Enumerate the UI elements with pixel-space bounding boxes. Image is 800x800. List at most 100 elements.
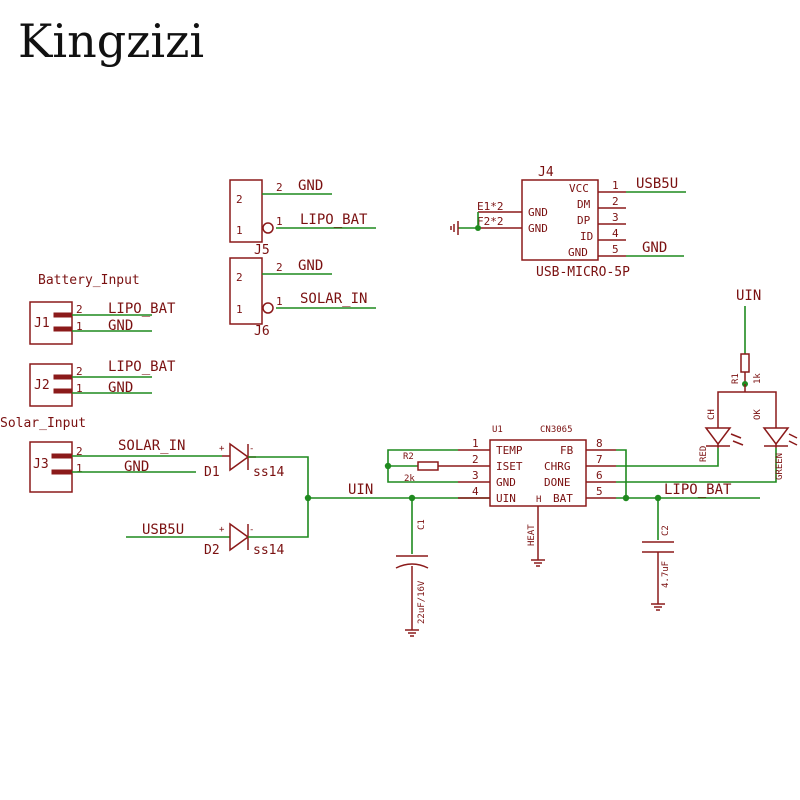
vin-top-label: UIN xyxy=(736,288,761,304)
r1-value: 1k xyxy=(753,373,763,384)
u1-num-2: 2 xyxy=(472,453,479,466)
connector-j5: 2 1 2 1 GND LIPO_BAT J5 xyxy=(229,178,376,258)
j6-ref: J6 xyxy=(254,324,270,339)
d1-plus: + xyxy=(219,444,225,454)
j4-pin-id: ID xyxy=(580,230,593,243)
d2-plus: + xyxy=(219,525,225,535)
j4-part-name: USB-MICRO-5P xyxy=(536,265,630,280)
j4-ref: J4 xyxy=(538,165,554,180)
connector-j4-usb: J4 GND GND E1*2 F2*2 VCC DM DP ID GND 1 … xyxy=(450,165,686,280)
j2-net-gnd: GND xyxy=(108,380,133,396)
led-ch-red: CH RED xyxy=(699,409,744,462)
j5-pin2-num: 2 xyxy=(276,181,283,194)
u1-pin-bat: BAT xyxy=(553,492,573,505)
c2-ref: C2 xyxy=(661,525,671,536)
j3-net-gnd: GND xyxy=(124,459,149,475)
j4-pin-vcc: VCC xyxy=(569,182,589,195)
c1-value: 22uF/16V xyxy=(417,580,427,624)
u1-num-8: 8 xyxy=(596,437,603,450)
d2-minus: - xyxy=(249,525,254,535)
j4-num-4: 4 xyxy=(612,227,619,240)
u1-h: H xyxy=(536,495,541,505)
j4-num-2: 2 xyxy=(612,195,619,208)
j2-pin2-num: 2 xyxy=(76,365,83,378)
d1-minus: - xyxy=(249,444,254,454)
ic-u1-cn3065: U1 CN3065 TEMP ISET GND UIN FB CHRG DONE… xyxy=(458,425,616,567)
j4-num-1: 1 xyxy=(612,179,619,192)
c1-ref: C1 xyxy=(417,519,427,530)
j2-net-lipo-bat: LIPO_BAT xyxy=(108,359,176,375)
resistor-r1: R1 1k xyxy=(731,353,763,384)
j3-pin1-num: 1 xyxy=(76,462,83,475)
d2-ref: D2 xyxy=(204,543,220,558)
j6-box-pin1: 1 xyxy=(236,303,243,316)
d2-part: ss14 xyxy=(253,543,284,558)
j1-ref: J1 xyxy=(34,316,50,331)
d1-part: ss14 xyxy=(253,465,284,480)
resistor-r2: R2 2k xyxy=(403,452,458,484)
j4-net-gnd: GND xyxy=(642,240,667,256)
u1-num-3: 3 xyxy=(472,469,479,482)
battery-input-label: Battery_Input xyxy=(38,273,140,288)
led-ch-ref: CH xyxy=(707,409,717,420)
connector-j3: J3 2 1 SOLAR_IN GND xyxy=(29,438,222,493)
j4-f2-label: F2*2 xyxy=(477,215,504,228)
j1-net-lipo-bat: LIPO_BAT xyxy=(108,301,176,317)
led-ok-color: GREEN xyxy=(775,453,785,480)
c2-value: 4.7uF xyxy=(661,561,671,588)
u1-num-5: 5 xyxy=(596,485,603,498)
u1-pin-chrg: CHRG xyxy=(544,460,571,473)
j5-pin1-num: 1 xyxy=(276,215,283,228)
j1-pin1-num: 1 xyxy=(76,320,83,333)
diode-d1: + - D1 ss14 xyxy=(204,442,284,480)
j6-box-pin2: 2 xyxy=(236,271,243,284)
vin-net-label: UIN xyxy=(348,482,373,498)
u1-pin-temp: TEMP xyxy=(496,444,523,457)
led-ok-ref: OK xyxy=(753,409,763,420)
u1-heat: HEAT xyxy=(527,524,537,546)
led-ch-color: RED xyxy=(699,446,709,462)
d2-net-usb5v: USB5U xyxy=(142,522,184,538)
j2-ref: J2 xyxy=(34,378,50,393)
u1-pin-iset: ISET xyxy=(496,460,523,473)
j4-pin-dm: DM xyxy=(577,198,591,211)
u1-ref: U1 xyxy=(492,425,503,435)
j6-pin1-num: 1 xyxy=(276,295,283,308)
j5-ref: J5 xyxy=(254,243,270,258)
j4-left-pin-gnd1: GND xyxy=(528,206,548,219)
j4-pin-gnd: GND xyxy=(568,246,588,259)
j3-net-solar-in: SOLAR_IN xyxy=(118,438,185,454)
r1-ref: R1 xyxy=(731,373,741,384)
j5-net-lipo-bat: LIPO_BAT xyxy=(300,212,368,228)
r2-value: 2k xyxy=(404,474,415,484)
u1-num-4: 4 xyxy=(472,485,479,498)
j1-net-gnd: GND xyxy=(108,318,133,334)
u1-pin-fb: FB xyxy=(560,444,574,457)
j5-net-gnd: GND xyxy=(298,178,323,194)
j3-pin2-num: 2 xyxy=(76,445,83,458)
j1-pin2-num: 2 xyxy=(76,303,83,316)
capacitor-c1: C1 22uF/16V xyxy=(395,498,429,637)
lipo-bat-net-label: LIPO_BAT xyxy=(664,482,732,498)
led-ok-green: OK GREEN xyxy=(753,409,798,480)
j4-left-pin-gnd2: GND xyxy=(528,222,548,235)
u1-num-1: 1 xyxy=(472,437,479,450)
connector-j2: J2 2 1 LIPO_BAT GND xyxy=(29,359,176,407)
j5-box-pin1: 1 xyxy=(236,224,243,237)
u1-part: CN3065 xyxy=(540,425,573,435)
brand-title: Kingzizi xyxy=(18,14,205,68)
r2-ref: R2 xyxy=(403,452,414,462)
j6-net-gnd: GND xyxy=(298,258,323,274)
u1-num-7: 7 xyxy=(596,453,603,466)
j4-num-5: 5 xyxy=(612,243,619,256)
j6-pin2-num: 2 xyxy=(276,261,283,274)
j5-box-pin2: 2 xyxy=(236,193,243,206)
capacitor-c2: C2 4.7uF xyxy=(642,498,674,611)
j4-e1-label: E1*2 xyxy=(477,200,504,213)
diode-d2: USB5U + - D2 ss14 xyxy=(126,522,284,558)
connector-j1: J1 2 1 LIPO_BAT GND xyxy=(29,301,176,345)
u1-num-6: 6 xyxy=(596,469,603,482)
u1-pin-vin: UIN xyxy=(496,492,516,505)
d1-ref: D1 xyxy=(204,465,220,480)
